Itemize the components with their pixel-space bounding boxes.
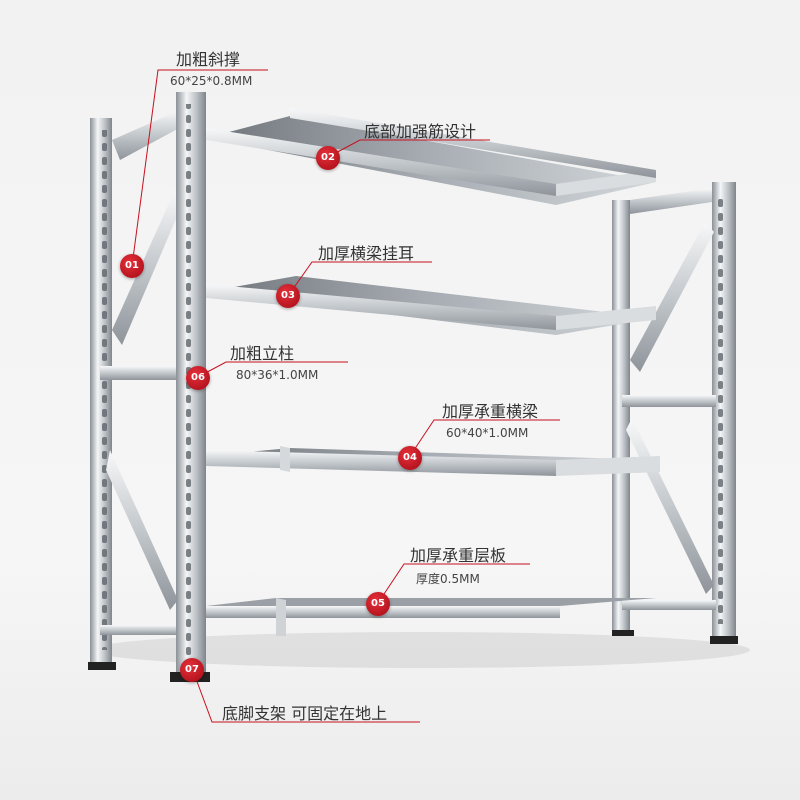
leader-07 — [191, 667, 420, 723]
brace-upper — [112, 110, 185, 160]
leader-05 — [377, 563, 530, 604]
shelf-3-back-beam — [280, 446, 290, 472]
callout-badge-06: 06 — [186, 366, 210, 390]
brace-diagonal-bottom — [106, 450, 178, 610]
leader-lines — [131, 69, 560, 723]
shelf-4-deck — [206, 598, 656, 606]
shelf-3-front-beam — [206, 450, 556, 476]
shelf-3-side-beam — [556, 456, 660, 476]
right-cross-bar — [622, 395, 716, 407]
right-bottom-bar — [622, 600, 716, 610]
leader-01 — [131, 69, 268, 267]
callout-title-05: 加厚承重层板 — [410, 546, 507, 565]
callout-spec-04: 60*40*1.0MM — [446, 426, 529, 440]
brace-diagonal-top — [112, 190, 182, 345]
left-bottom-bar — [100, 625, 182, 635]
callout-title-04: 加厚承重横梁 — [442, 402, 539, 421]
callout-spec-05: 厚度0.5MM — [416, 572, 480, 586]
front-right-upright-holes — [717, 194, 731, 624]
shelf-4-side-beam — [276, 598, 286, 636]
shelf-2-side-beam — [556, 306, 656, 330]
callout-badge-05: 05 — [366, 592, 390, 616]
front-right-foot — [710, 636, 738, 644]
callout-title-06: 加粗立柱 — [230, 344, 295, 363]
leader-03 — [287, 261, 432, 297]
back-left-upright-holes — [94, 130, 108, 650]
callout-badge-03: 03 — [276, 284, 300, 308]
back-right-upright — [612, 200, 630, 636]
leader-02 — [329, 139, 490, 157]
left-cross-bar — [100, 366, 182, 380]
floor-shadow — [90, 632, 750, 668]
back-right-foot — [612, 630, 634, 636]
callout-title-03: 加厚横梁挂耳 — [318, 244, 415, 263]
callout-spec-06: 80*36*1.0MM — [236, 368, 319, 382]
shelf-1-back-beam — [290, 108, 656, 178]
back-left-foot — [88, 662, 116, 670]
callout-title-02: 底部加强筋设计 — [364, 122, 477, 141]
right-brace-upper — [630, 188, 712, 214]
callout-badge-01: 01 — [120, 254, 144, 278]
callout-badge-02: 02 — [316, 146, 340, 170]
callout-title-01: 加粗斜撑 — [176, 50, 241, 69]
leader-04 — [409, 419, 560, 457]
right-brace-diag-2 — [626, 418, 714, 594]
callout-spec-01: 60*25*0.8MM — [170, 74, 253, 88]
shelf-1-front-beam — [206, 128, 556, 196]
callout-title-07: 底脚支架 可固定在地上 — [222, 704, 388, 723]
callout-badge-04: 04 — [398, 446, 422, 470]
callout-badge-07: 07 — [180, 658, 204, 682]
right-brace-diag-1 — [630, 222, 714, 372]
shelf-1-side-beam — [556, 170, 656, 196]
